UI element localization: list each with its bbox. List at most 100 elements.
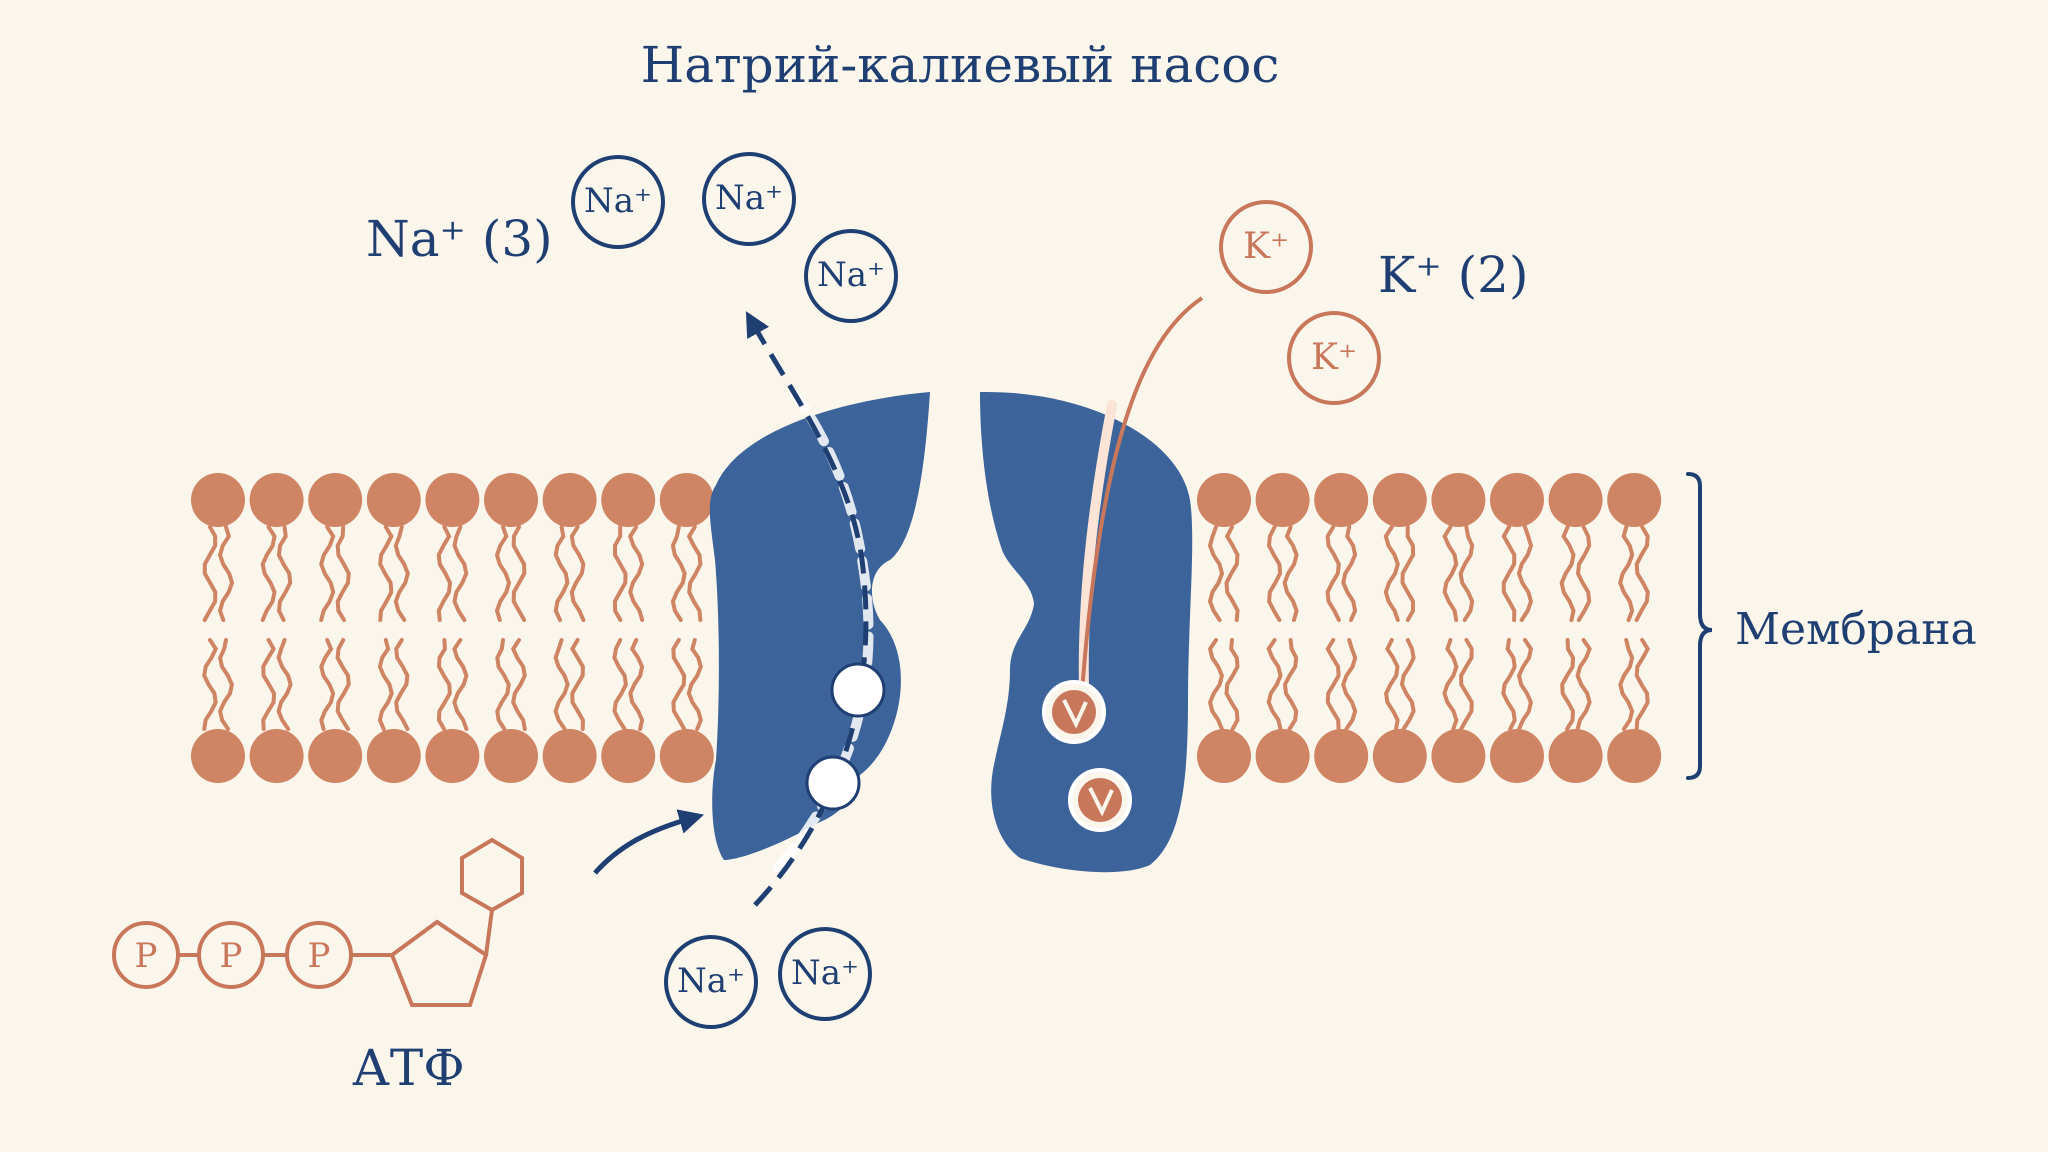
sodium-binding-site-1 <box>830 662 886 718</box>
phospholipid-tail <box>335 638 351 731</box>
phospholipid-head-outer <box>308 473 363 527</box>
phospholipid-tail <box>1458 525 1475 622</box>
phospholipid-tail <box>1266 525 1283 622</box>
phospholipid-tail <box>1501 638 1517 731</box>
phospholipid-head-inner <box>1548 729 1603 783</box>
atp-molecule: P P P <box>112 837 524 1007</box>
membrane-label: Мембрана <box>1735 604 1977 655</box>
phospholipid-head-outer <box>1548 473 1603 527</box>
phospholipid-tail <box>260 525 277 622</box>
phospholipid-tail <box>377 638 394 731</box>
pump-protein-left <box>709 392 930 860</box>
svg-text:P: P <box>220 936 243 976</box>
phospholipid-tail <box>1501 525 1517 622</box>
phospholipid-tail <box>1224 638 1240 731</box>
sodium-transport-arrow <box>745 311 869 907</box>
svg-text:Na⁺: Na⁺ <box>677 961 745 1001</box>
phospholipid-tail <box>1341 638 1358 731</box>
phospholipid-head-inner <box>1490 729 1544 783</box>
phospholipid-tail <box>335 525 351 622</box>
potassium-binding-site-1 <box>1042 680 1106 744</box>
phospholipid-head-inner <box>484 729 538 783</box>
phosphate-group-1: P <box>112 921 180 989</box>
phospholipid-head-inner <box>659 729 714 783</box>
phospholipid-head-outer <box>191 473 245 527</box>
svg-text:K⁺: K⁺ <box>1311 337 1357 378</box>
phospholipid-head-inner <box>601 729 656 783</box>
phospholipid-head-inner <box>191 729 245 783</box>
phospholipid-head-outer <box>1372 473 1427 527</box>
phospholipid-tail <box>1207 638 1224 731</box>
phospholipid-head-inner <box>1372 729 1427 783</box>
phospholipid-tail <box>1282 525 1299 622</box>
phospholipid-tail <box>202 638 219 731</box>
phosphate-group-2: P <box>197 921 265 989</box>
phospholipid-tail <box>436 638 452 731</box>
phospholipid-tail <box>1325 525 1341 622</box>
svg-text:Na⁺: Na⁺ <box>584 181 652 221</box>
phospholipid-tail <box>686 525 703 622</box>
phospholipid-tail <box>1618 638 1635 731</box>
phospholipid-head-outer <box>1607 473 1662 527</box>
phospholipid-tail <box>612 525 628 622</box>
phospholipid-head-outer <box>249 473 304 527</box>
potassium-ion-2: K⁺ <box>1287 311 1381 405</box>
phosphate-group-3: P <box>285 921 353 989</box>
phospholipid-tail <box>1634 525 1650 622</box>
svg-text:K⁺: K⁺ <box>1243 226 1289 267</box>
phospholipid-tail <box>452 638 469 731</box>
phospholipid-tail <box>627 525 645 622</box>
phospholipid-head-inner <box>249 729 304 783</box>
phospholipid-tail <box>1224 525 1240 622</box>
phospholipid-head-inner <box>1255 729 1310 783</box>
phospholipid-tail <box>1559 525 1576 622</box>
phospholipid-head-outer <box>1197 473 1251 527</box>
phospholipid-tail <box>452 525 469 622</box>
atp-label: АТФ <box>352 1039 465 1097</box>
svg-text:P: P <box>135 936 158 976</box>
phospholipid-tail <box>217 525 235 622</box>
phospholipid-tail <box>394 638 410 731</box>
phospholipid-tail <box>628 638 645 731</box>
phospholipid-tail <box>510 638 527 731</box>
phospholipid-tail <box>1517 638 1534 731</box>
potassium-ion-1: K⁺ <box>1219 200 1313 294</box>
phospholipid-tail <box>1459 638 1474 731</box>
potassium-transport-arrow <box>1070 296 1204 730</box>
membrane-brace <box>1686 472 1713 780</box>
phospholipid-head-outer <box>1314 473 1369 527</box>
potassium-binding-site-2 <box>1068 768 1132 832</box>
phospholipid-tail <box>1341 525 1358 622</box>
phospholipid-head-inner <box>542 729 597 783</box>
sodium-ion-out-2: Na⁺ <box>702 152 796 246</box>
phospholipid-tail <box>511 525 527 622</box>
svg-text:Na⁺: Na⁺ <box>715 178 783 218</box>
phospholipid-tail <box>393 525 410 622</box>
phospholipid-tail <box>670 525 687 622</box>
sodium-ion-in-2: Na⁺ <box>778 927 872 1021</box>
phospholipid-tail <box>1560 638 1576 731</box>
phospholipid-head-outer <box>659 473 714 527</box>
phospholipid-head-outer <box>1490 473 1544 527</box>
phospholipid-tail <box>319 525 336 622</box>
phospholipid-head-outer <box>425 473 480 527</box>
adenine-hexagon <box>460 837 524 913</box>
sodium-binding-site-2 <box>805 755 861 811</box>
phospholipid-tail <box>276 638 293 731</box>
phospholipid-tail <box>553 638 570 731</box>
phospholipid-tail <box>1399 638 1416 731</box>
phospholipid-tail <box>671 638 687 731</box>
phospholipid-tail <box>1282 638 1299 731</box>
phospholipid-head-inner <box>308 729 363 783</box>
phospholipid-tail <box>1325 638 1341 731</box>
phospholipid-tail <box>261 638 277 731</box>
phospholipid-tail <box>1575 638 1592 731</box>
phospholipid-tail <box>319 638 336 731</box>
lipid-bilayer-left <box>191 473 714 783</box>
phospholipid-tail <box>686 638 703 731</box>
phospholipid-head-outer <box>542 473 597 527</box>
lipid-bilayer-right <box>1197 473 1662 783</box>
sodium-count-label: Na⁺ (3) <box>366 210 553 268</box>
